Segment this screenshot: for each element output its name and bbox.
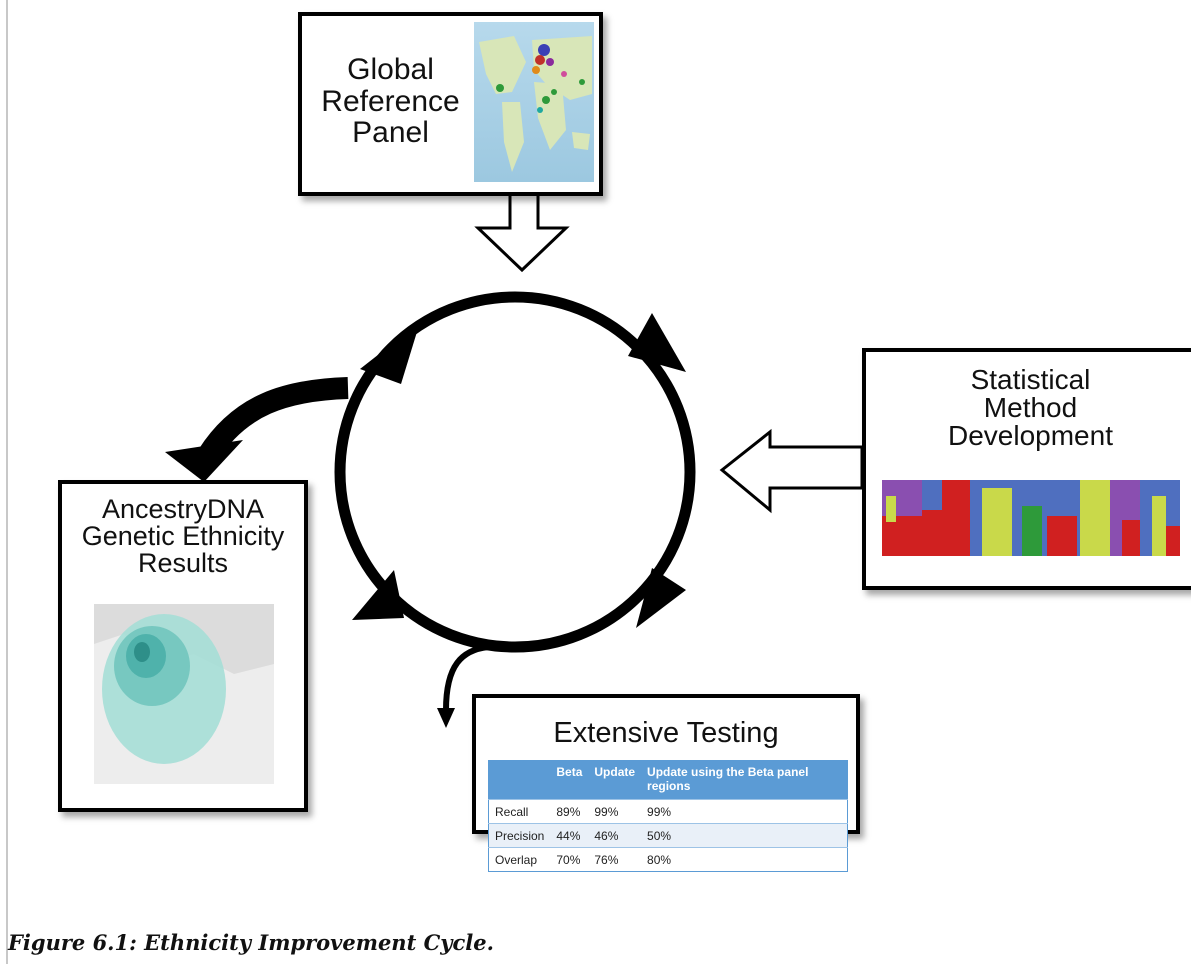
table-cell: Precision [488, 823, 551, 848]
curved-arrowhead-testing-icon [437, 708, 455, 728]
cycle-arrow-top-left-icon [360, 322, 420, 384]
world-map-image [474, 22, 594, 182]
hollow-arrow-left-icon [719, 428, 864, 514]
table-row: Recall 89% 99% 99% [488, 799, 848, 824]
table-header-row: Beta Update Update using the Beta panel … [488, 760, 848, 800]
table-row: Precision 44% 46% 50% [488, 823, 848, 848]
ethnicity-results-box: AncestryDNA Genetic Ethnicity Results [58, 480, 308, 812]
extensive-testing-title: Extensive Testing [553, 717, 779, 749]
hollow-arrow-down-icon [474, 192, 570, 273]
reference-panel-box: Global Reference Panel [298, 12, 603, 196]
cycle-arrow-bottom-left-icon [352, 570, 404, 620]
curved-arrowhead-results-icon [165, 440, 243, 482]
table-cell: 50% [641, 823, 848, 848]
reference-panel-title: Global Reference Panel [321, 53, 460, 149]
ethnicity-results-title: AncestryDNA Genetic Ethnicity Results [81, 494, 285, 578]
table-header-cell [488, 760, 551, 800]
table-cell: Recall [488, 799, 551, 824]
statistical-method-box: Statistical Method Development [862, 348, 1191, 590]
statistical-method-title: Statistical Method Development [948, 364, 1113, 451]
curved-arrow-to-results [198, 377, 349, 462]
ethnicity-map-image [94, 604, 274, 784]
table-cell: Overlap [488, 847, 551, 872]
table-header-cell: Beta [550, 760, 589, 800]
table-cell: 99% [641, 799, 848, 824]
table-header-cell: Update using the Beta panel regions [641, 760, 848, 800]
table-cell: 89% [550, 799, 589, 824]
table-row: Overlap 70% 76% 80% [488, 847, 848, 872]
figure-caption: Figure 6.1: Ethnicity Improvement Cycle. [8, 930, 494, 955]
table-cell: 44% [550, 823, 589, 848]
cycle-ring [334, 291, 696, 653]
extensive-testing-box: Extensive Testing Beta Update Update usi… [472, 694, 860, 872]
table-cell: 80% [641, 847, 848, 872]
table-cell: 76% [588, 847, 642, 872]
cycle-arrow-bottom-right-icon [636, 568, 686, 628]
margin-rule [6, 0, 8, 964]
table-cell: 99% [588, 799, 642, 824]
table-header-cell: Update [588, 760, 642, 800]
admixture-plot-image [872, 476, 1191, 560]
cycle-arrow-top-right-icon [628, 313, 686, 372]
testing-results-table: Beta Update Update using the Beta panel … [488, 760, 848, 872]
curved-arrow-to-testing [443, 644, 489, 711]
table-cell: 46% [588, 823, 642, 848]
table-cell: 70% [550, 847, 589, 872]
